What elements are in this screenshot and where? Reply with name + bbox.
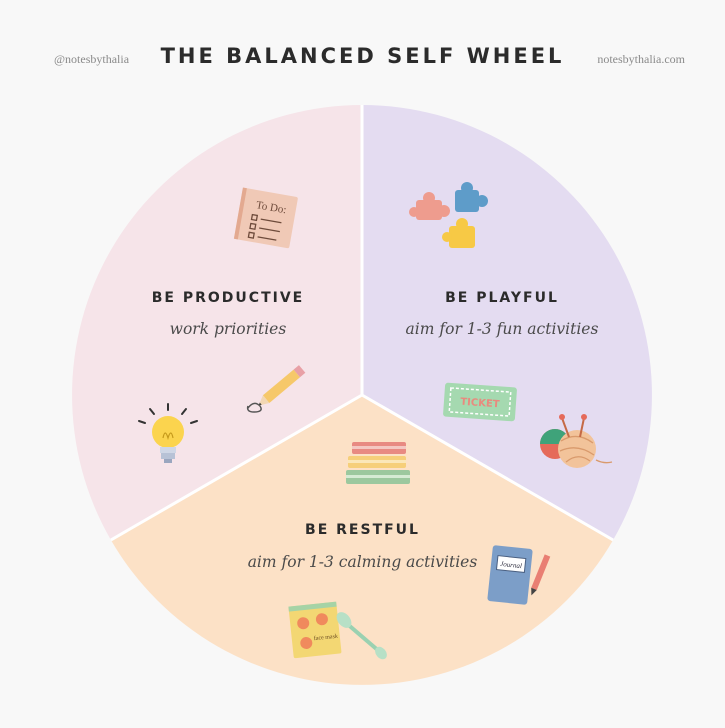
yarn-balls-icon <box>540 414 613 468</box>
face-roller-icon: face mask <box>288 601 387 660</box>
segment-dividers <box>110 105 614 542</box>
segment-playful-title: BE PLAYFUL <box>445 290 559 306</box>
todo-text: To Do: <box>255 199 287 216</box>
website-text: notesbythalia.com <box>597 52 685 66</box>
segment-productive-subtitle: work priorities <box>169 320 287 338</box>
segment-restful-title: BE RESTFUL <box>305 522 420 538</box>
pencil-icon <box>246 365 306 413</box>
pen-icon <box>531 554 551 596</box>
page-title: THE BALANCED SELF WHEEL <box>160 44 565 68</box>
puzzle-pieces-icon <box>409 182 488 248</box>
segment-restful-subtitle: aim for 1-3 calming activities <box>247 553 478 571</box>
segment-productive-title: BE PRODUCTIVE <box>151 290 305 306</box>
face-mask-text: face mask <box>313 633 338 642</box>
handle-text: @notesbythalia <box>54 52 130 66</box>
ticket-text: TICKET <box>460 397 500 411</box>
segment-playful-subtitle: aim for 1-3 fun activities <box>405 320 599 338</box>
ticket-icon: TICKET <box>443 382 517 422</box>
book-stack-icon <box>346 442 410 484</box>
todo-list-icon: To Do: <box>233 187 298 249</box>
lightbulb-icon <box>138 403 198 463</box>
journal-icon: Journal <box>487 545 533 605</box>
journal-text: Journal <box>500 560 523 570</box>
segment-restful <box>110 395 614 685</box>
